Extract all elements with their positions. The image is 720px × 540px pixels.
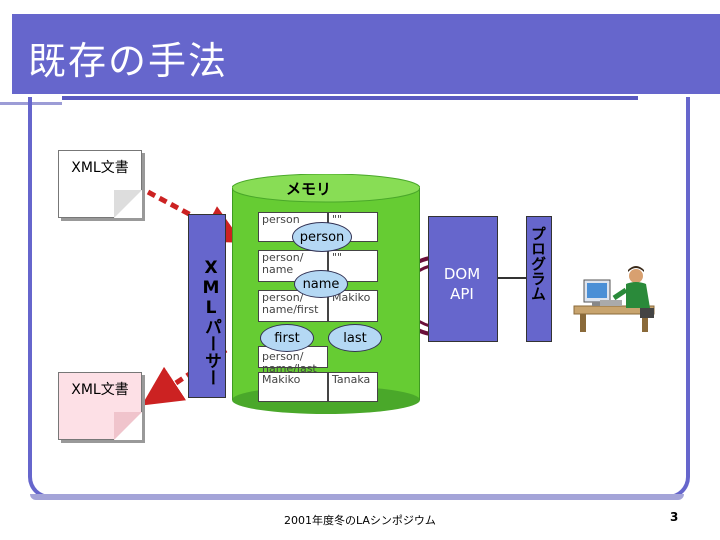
content-frame-shadow <box>30 494 684 500</box>
tree-node-first: first <box>260 324 314 352</box>
tree-node-person: person <box>292 222 352 252</box>
xml-parser-box <box>188 214 226 398</box>
title-bar <box>12 14 720 94</box>
xml-parser-label: XMLパーサー <box>201 258 221 386</box>
dom-api-label-line: API <box>450 285 474 303</box>
memory-cell: person/ name/first <box>258 290 328 322</box>
dom-api-box <box>428 216 498 342</box>
memory-cell: Tanaka <box>328 372 378 402</box>
program-label: プログラム <box>529 226 547 301</box>
memory-cell: Makiko <box>258 372 328 402</box>
output-xml-document-label: XML文書 <box>71 382 129 398</box>
dom-api-label-line: DOM <box>443 265 481 283</box>
page-fold <box>114 190 142 218</box>
page-fold <box>114 412 142 440</box>
input-xml-document-label: XML文書 <box>71 160 129 176</box>
output-xml-document: XML文書 <box>58 372 142 440</box>
programmer-illustration <box>573 266 655 332</box>
memory-label: メモリ <box>286 180 332 198</box>
dom-api-label: DOM API <box>428 264 496 304</box>
tree-node-last: last <box>328 324 382 352</box>
program-box <box>526 216 552 342</box>
memory-cell: person/ name/last <box>258 346 328 375</box>
input-xml-document: XML文書 <box>58 150 142 218</box>
title-underline <box>62 96 638 100</box>
slide-title: 既存の手法 <box>28 39 229 83</box>
page-number: 3 <box>670 510 679 524</box>
memory-cell: "" <box>328 250 378 282</box>
tree-node-name: name <box>294 270 348 298</box>
footer-text: 2001年度冬のLAシンポジウム <box>284 514 436 527</box>
